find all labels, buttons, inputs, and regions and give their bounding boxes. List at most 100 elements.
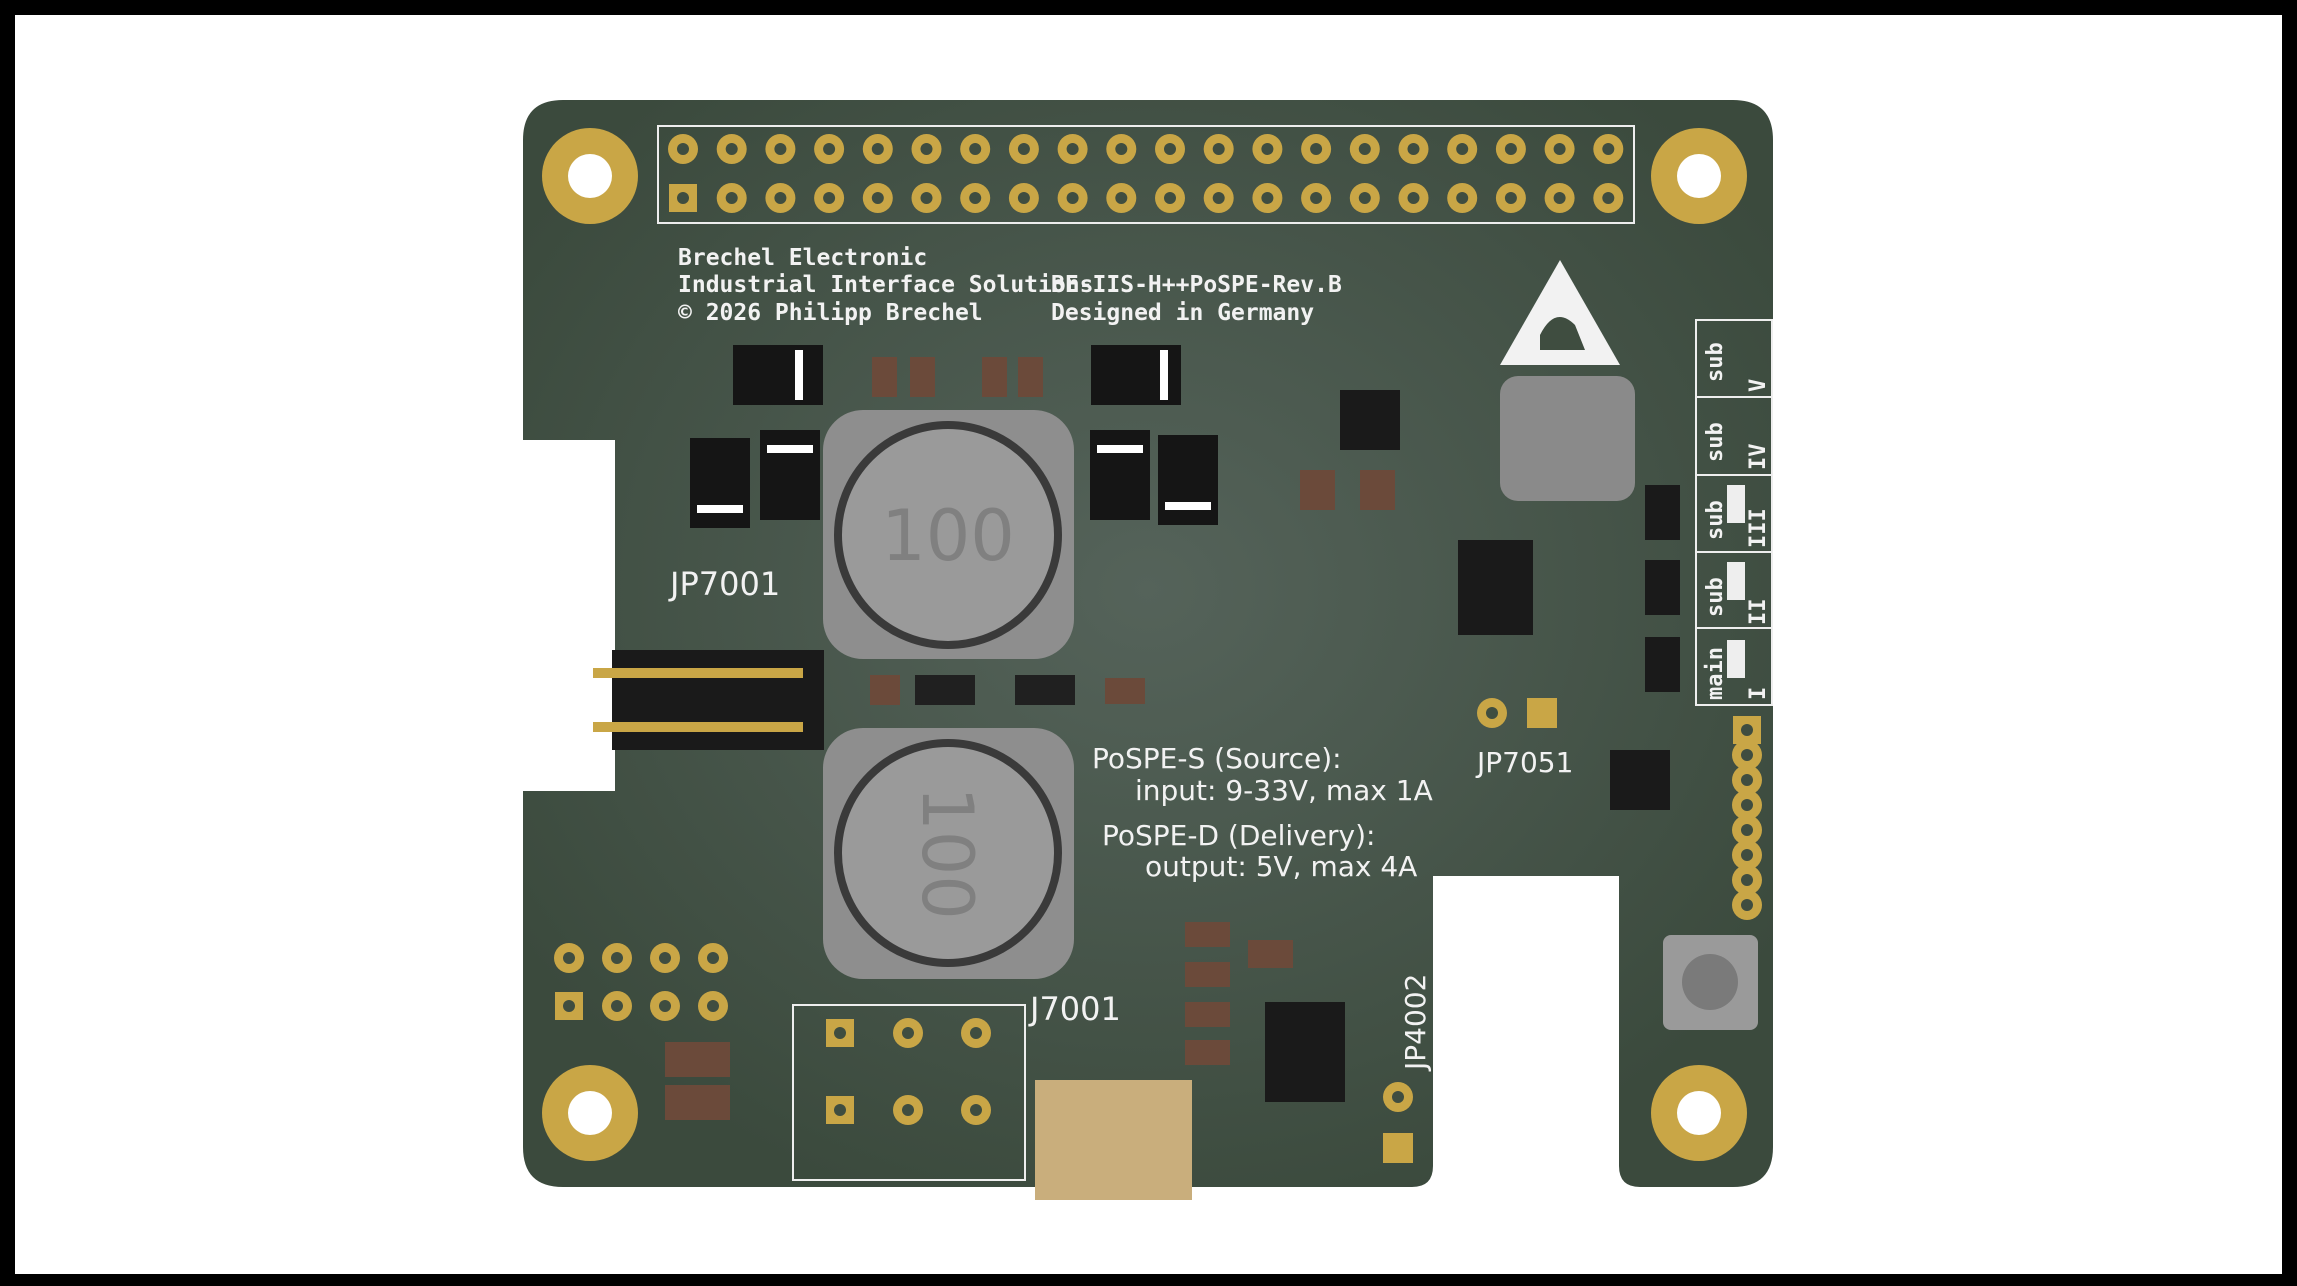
- led-label-name: sub: [1703, 422, 1728, 462]
- pin-hole: [969, 192, 982, 204]
- designator-j7001: J7001: [1028, 990, 1121, 1028]
- pin-hole: [774, 143, 787, 155]
- led-labels: sub V sub IV sub III sub II main I: [1695, 319, 1773, 706]
- origin: Designed in Germany: [1051, 300, 1314, 326]
- pin-hole: [1164, 192, 1176, 204]
- jumper-jp4002[interactable]: [1383, 1082, 1413, 1163]
- source-title: PoSPE-S (Source):: [1092, 742, 1342, 775]
- pin-hole: [1066, 143, 1079, 155]
- pin-hole: [563, 952, 575, 964]
- ic-chips: [1265, 390, 1680, 1102]
- led-label-roman: II: [1746, 599, 1771, 626]
- pin-hole: [1164, 143, 1176, 155]
- smd-components: [665, 357, 1395, 1120]
- pin-hole: [659, 1000, 671, 1012]
- power-inductor-small: [1500, 376, 1635, 501]
- connector-j7001: [826, 1018, 991, 1125]
- mounting-holes: [542, 128, 1747, 1161]
- pin-hole: [611, 1000, 623, 1012]
- pin-hole: [1358, 192, 1371, 204]
- pin-hole: [1741, 749, 1753, 761]
- led: [1727, 485, 1745, 523]
- pin-pads-vertical: [1732, 716, 1762, 920]
- pin-hole: [902, 1027, 914, 1039]
- mounting-hole: [542, 128, 638, 224]
- pin-hole: [1115, 192, 1128, 204]
- inductor: 100: [823, 410, 1074, 659]
- pin-hole: [920, 143, 933, 155]
- delivery-title: PoSPE-D (Delivery):: [1102, 819, 1375, 852]
- jumper-header-jp7001[interactable]: [593, 650, 824, 750]
- pin-hole: [1741, 849, 1753, 861]
- pin-hole: [1504, 192, 1517, 204]
- led-label-roman: III: [1746, 508, 1771, 548]
- pin-hole: [707, 952, 719, 964]
- gpio-header: [668, 134, 1624, 213]
- pin-hole: [1602, 143, 1615, 155]
- jumper-jp7051[interactable]: [1477, 698, 1557, 728]
- pin-hole: [1310, 192, 1323, 204]
- pin-hole: [1358, 143, 1371, 155]
- pin-hole: [970, 1027, 982, 1039]
- pin-hole: [970, 1104, 982, 1116]
- pin-hole: [1553, 192, 1566, 204]
- led-label-roman: I: [1746, 687, 1771, 700]
- led: [1727, 562, 1745, 600]
- pin-hole: [1407, 192, 1420, 204]
- pin-hole: [1741, 724, 1753, 736]
- inductor-marking: 100: [906, 786, 988, 920]
- connector-j7001-outline: [792, 1004, 1026, 1181]
- designator-jp7001: JP7001: [668, 565, 780, 603]
- esd-warning-icon: [1500, 260, 1620, 365]
- pin-hole: [774, 192, 787, 204]
- pin-hole: [1310, 143, 1323, 155]
- inductor-marking: 100: [881, 495, 1015, 577]
- pin-hole: [1741, 824, 1753, 836]
- pin-hole: [677, 192, 689, 204]
- usb-connector[interactable]: [1035, 1080, 1192, 1200]
- part-number: BE-IIS-H++PoSPE-Rev.B: [1051, 272, 1342, 298]
- led-label-roman: V: [1746, 379, 1771, 392]
- led-label-name: sub: [1703, 342, 1728, 382]
- pin-hole: [1212, 143, 1225, 155]
- pin-hole: [902, 1104, 914, 1116]
- diodes: [690, 345, 1218, 528]
- pin-hole: [1017, 143, 1030, 155]
- pin-pads: [554, 943, 728, 1021]
- pin-hole: [1066, 192, 1079, 204]
- pin-hole: [920, 192, 933, 204]
- copyright: © 2026 Philipp Brechel: [678, 300, 983, 326]
- pin-hole: [1504, 143, 1517, 155]
- source-spec: input: 9-33V, max 1A: [1135, 774, 1433, 807]
- pin-hole: [834, 1104, 846, 1116]
- gpio-header-outline: [657, 125, 1635, 224]
- mounting-hole: [542, 1065, 638, 1161]
- led-label-name: sub: [1703, 577, 1728, 617]
- designator-jp4002: JP4002: [1399, 974, 1432, 1072]
- tactile-button[interactable]: [1663, 935, 1758, 1030]
- led-label-roman: IV: [1746, 444, 1771, 471]
- led-label-name: main: [1703, 647, 1728, 700]
- pin-hole: [707, 1000, 719, 1012]
- pin-hole: [823, 192, 836, 204]
- pin-hole: [677, 143, 689, 155]
- pin-hole: [1553, 143, 1566, 155]
- pin-hole: [1212, 192, 1225, 204]
- led: [1727, 640, 1745, 678]
- pin-hole: [1741, 799, 1753, 811]
- pin-hole: [1741, 874, 1753, 886]
- pin-hole: [563, 1000, 575, 1012]
- pin-hole: [1115, 143, 1128, 155]
- pin-hole: [969, 143, 982, 155]
- pin-hole: [834, 1027, 846, 1039]
- tagline: Industrial Interface Solutions: [678, 272, 1093, 298]
- pin-hole: [725, 192, 738, 204]
- delivery-spec: output: 5V, max 4A: [1145, 850, 1417, 883]
- pin-hole: [1741, 899, 1753, 911]
- inductor: 100: [823, 728, 1074, 979]
- pin-hole: [823, 143, 836, 155]
- pin-hole: [1456, 192, 1469, 204]
- pin-hole: [1602, 192, 1615, 204]
- pin-hole: [871, 143, 884, 155]
- pin-hole: [659, 952, 671, 964]
